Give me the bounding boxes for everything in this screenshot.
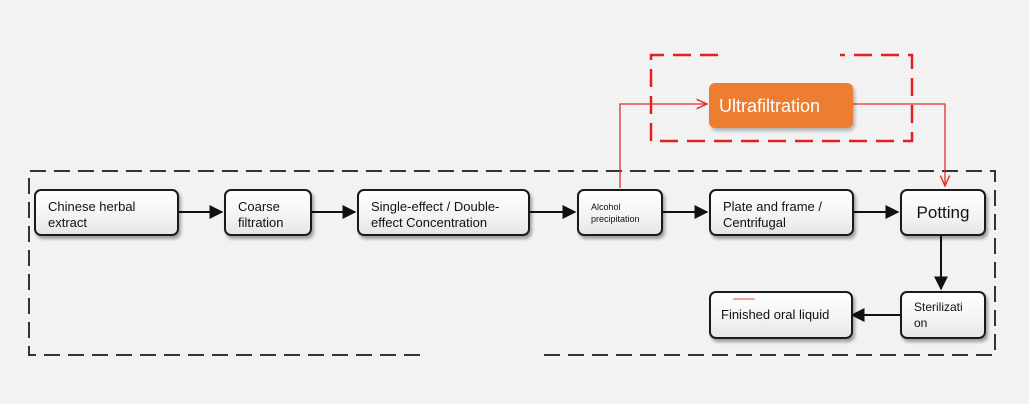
node-potting: Potting bbox=[900, 189, 986, 236]
node-ultrafiltration: Ultrafiltration bbox=[709, 83, 853, 128]
node-label: Sterilizati on bbox=[914, 300, 963, 330]
red-highlight-mark bbox=[733, 298, 755, 300]
arrow-alcohol-to-ultrafiltration bbox=[619, 104, 707, 188]
node-label: Potting bbox=[916, 202, 970, 222]
node-label: Ultrafiltration bbox=[719, 95, 821, 116]
arrow-ultrafiltration-to-potting bbox=[853, 103, 945, 186]
ultrafiltration-frame bbox=[649, 53, 914, 143]
node-finished-oral-liquid: Finished oral liquid bbox=[709, 291, 853, 339]
main-process-frame bbox=[28, 170, 996, 356]
node-coarse-filtration: Coarse filtration bbox=[224, 189, 312, 236]
node-sterilization: Sterilizati on bbox=[900, 291, 986, 339]
node-alcohol-precipitation: Alcohol precipitation bbox=[577, 189, 663, 236]
node-chinese-herbal-extract: Chinese herbal extract bbox=[34, 189, 179, 236]
node-label: Plate and frame / Centrifugal bbox=[723, 199, 822, 230]
node-label: Finished oral liquid bbox=[721, 307, 830, 322]
node-label: Single-effect / Double-effect Concentrat… bbox=[371, 199, 500, 230]
node-label: Coarse filtration bbox=[238, 199, 284, 230]
node-label: Chinese herbal extract bbox=[48, 199, 136, 230]
node-label: Alcohol precipitation bbox=[591, 202, 640, 224]
node-concentration: Single-effect / Double-effect Concentrat… bbox=[357, 189, 530, 236]
node-plate-and-frame: Plate and frame / Centrifugal bbox=[709, 189, 854, 236]
